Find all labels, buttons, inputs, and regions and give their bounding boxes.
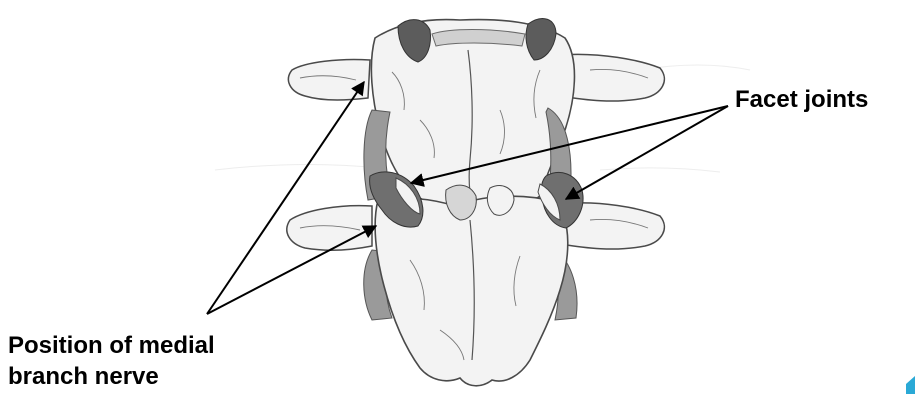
medial-branch-text-line1: Position of medial	[8, 330, 215, 361]
medial-branch-arrows	[207, 82, 376, 314]
medial-arrow-upper	[207, 82, 364, 314]
medial-branch-text-line2: branch nerve	[8, 361, 215, 392]
lower-left-transverse-process	[287, 206, 372, 251]
upper-vertebra	[288, 19, 664, 210]
upper-right-transverse-process	[560, 54, 664, 101]
corner-accent-mark	[906, 376, 915, 394]
facet-arrow-right	[566, 106, 728, 199]
facet-joints-label: Facet joints	[735, 86, 868, 114]
medial-branch-label: Position of medial branch nerve	[8, 330, 215, 392]
facet-joints-text: Facet joints	[735, 86, 868, 113]
upper-left-transverse-process	[288, 59, 370, 100]
upper-disc-edge	[432, 30, 525, 47]
lower-vertebra	[287, 196, 665, 386]
